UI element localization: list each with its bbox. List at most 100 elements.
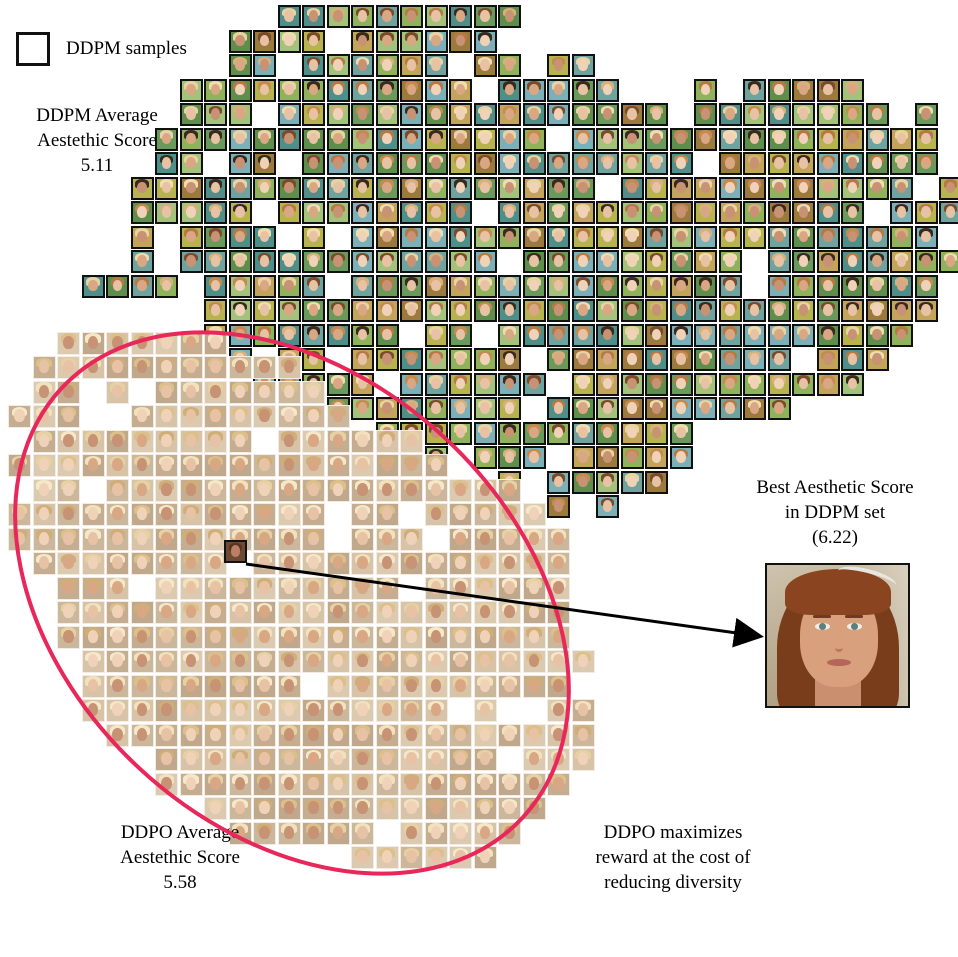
ddpm-sample-tile (841, 78, 864, 102)
ddpm-sample-tile (375, 5, 399, 28)
ddpm-sample-tile (596, 201, 619, 224)
ddpm-sample-tile (571, 152, 595, 175)
ddpm-sample-tile (718, 225, 742, 249)
ddpm-sample-tile (130, 274, 154, 298)
ddpm-sample-tile (449, 78, 472, 102)
ddpm-sample-tile (645, 250, 668, 273)
ddpm-sample-tile (351, 54, 374, 77)
ddpm-sample-tile (326, 127, 350, 151)
ddpm-sample-tile (743, 176, 766, 200)
ddpm-sample-tile (228, 201, 252, 224)
ddpo-cluster-ellipse (13, 330, 571, 876)
ddpm-sample-tile (253, 127, 276, 151)
best-sample-arrow (245, 562, 764, 648)
ddpm-sample-tile (400, 127, 423, 151)
ddpm-sample-tile (351, 152, 374, 175)
ddpm-sample-tile (473, 5, 497, 28)
ddpm-sample-tile (351, 127, 374, 151)
ddpm-sample-tile (424, 201, 448, 224)
ddpm-sample-tile (547, 176, 570, 200)
ddpm-sample-tile (620, 176, 644, 200)
ddpm-sample-tile (816, 152, 840, 175)
ddpm-sample-tile (449, 201, 472, 224)
ddpm-sample-tile (400, 103, 423, 126)
ddpm-sample-tile (326, 201, 350, 224)
ddpm-sample-tile (620, 152, 644, 175)
ddpm-sample-tile (400, 201, 423, 224)
ddpm-sample-tile (424, 176, 448, 200)
highlighted-sample-thumbnail (224, 540, 247, 563)
ddpm-sample-tile (694, 127, 717, 151)
ddpm-sample-tile (522, 225, 546, 249)
ddpm-sample-tile (302, 5, 325, 28)
ddpm-sample-tile (253, 152, 276, 175)
ddpm-sample-tile (277, 274, 301, 298)
ddpm-sample-tile (620, 103, 644, 126)
ddpm-sample-tile (767, 225, 791, 249)
ddpm-sample-tile (400, 29, 423, 53)
ddpm-sample-tile (155, 274, 178, 298)
ddpm-sample-tile (375, 127, 399, 151)
ddpm-sample-tile (841, 250, 864, 273)
ddpm-sample-tile (326, 78, 350, 102)
ddpm-sample-tile (914, 250, 938, 273)
ddpm-sample-tile (792, 103, 815, 126)
ddpm-sample-tile (841, 225, 864, 249)
ddpm-sample-tile (130, 225, 154, 249)
ddpm-sample-tile (204, 274, 227, 298)
ddpm-sample-tile (326, 176, 350, 200)
ddpm-sample-tile (596, 78, 619, 102)
ddpm-sample-tile (449, 29, 472, 53)
ddpm-sample-tile (792, 78, 815, 102)
ddpm-sample-tile (302, 78, 325, 102)
ddpm-sample-tile (351, 103, 374, 126)
ddpm-sample-tile (841, 127, 864, 151)
ddpm-sample-tile (645, 225, 668, 249)
ddpm-sample-tile (767, 152, 791, 175)
ddpm-sample-tile (424, 103, 448, 126)
ddpm-sample-tile (473, 152, 497, 175)
ddpm-sample-tile (81, 274, 105, 298)
ddpm-sample-tile (277, 78, 301, 102)
ddpm-sample-tile (767, 103, 791, 126)
ddpm-sample-tile (351, 29, 374, 53)
ddpm-sample-tile (302, 176, 325, 200)
ddpm-sample-tile (669, 176, 693, 200)
ddpm-sample-tile (865, 225, 889, 249)
ddpm-sample-tile (277, 176, 301, 200)
ddpm-sample-tile (939, 176, 958, 200)
ddpm-sample-tile (253, 274, 276, 298)
ddpm-sample-tile (400, 54, 423, 77)
ddpm-sample-tile (718, 250, 742, 273)
ddpm-sample-tile (449, 250, 472, 273)
ddpm-sample-tile (375, 225, 399, 249)
ddpm-sample-tile (277, 127, 301, 151)
ddpm-sample-tile (694, 176, 717, 200)
ddpm-sample-tile (400, 152, 423, 175)
ddpm-sample-tile (375, 250, 399, 273)
ddpm-sample-tile (498, 103, 521, 126)
ddpm-sample-tile (620, 250, 644, 273)
ddpm-sample-tile (449, 176, 472, 200)
ddpm-sample-tile (547, 201, 570, 224)
ddpm-sample-tile (669, 225, 693, 249)
ddpm-sample-tile (890, 152, 913, 175)
ddpm-sample-tile (694, 78, 717, 102)
ddpm-sample-tile (498, 176, 521, 200)
ddpm-sample-tile (498, 78, 521, 102)
ddpm-sample-tile (253, 250, 276, 273)
ddpm-sample-tile (914, 152, 938, 175)
ddpm-sample-tile (228, 225, 252, 249)
ddpm-sample-tile (424, 78, 448, 102)
ddpm-sample-tile (228, 78, 252, 102)
ddpm-sample-tile (302, 54, 325, 77)
ddpm-sample-tile (277, 250, 301, 273)
ddpm-sample-tile (865, 176, 889, 200)
ddpm-sample-tile (204, 127, 227, 151)
ddpm-sample-tile (743, 103, 766, 126)
ddpm-sample-tile (302, 103, 325, 126)
ddpm-sample-tile (596, 225, 619, 249)
ddpm-sample-tile (522, 250, 546, 273)
ddpm-sample-tile (228, 54, 252, 77)
